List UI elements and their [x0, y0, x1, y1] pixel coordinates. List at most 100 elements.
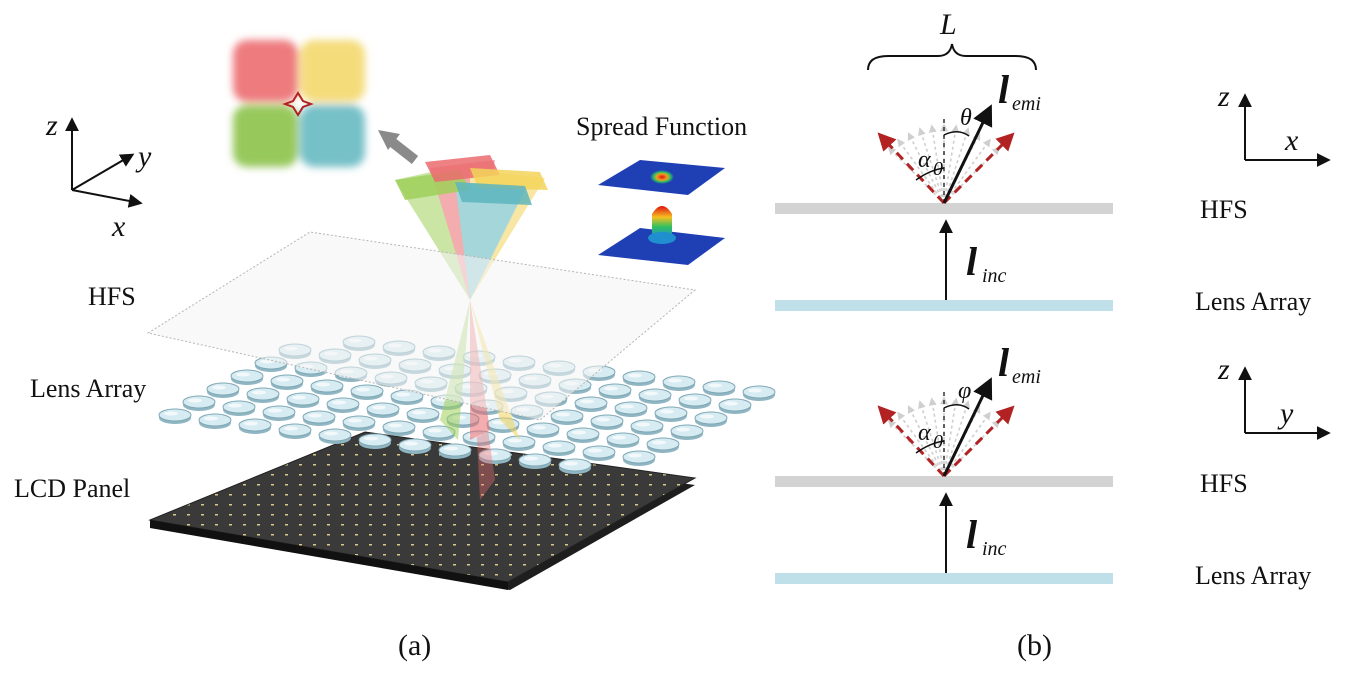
- lens: [478, 448, 512, 464]
- lens: [718, 398, 752, 414]
- lens: [326, 397, 360, 413]
- lens: [518, 453, 552, 469]
- lens: [502, 435, 536, 451]
- cone-edge-right-bottom: [942, 405, 1015, 478]
- lens: [222, 400, 256, 416]
- fan-ray: [943, 400, 970, 477]
- width-brace: L: [867, 8, 1037, 71]
- lens: [542, 440, 576, 456]
- cone-edge-left-bottom: [877, 405, 946, 478]
- lens-bar-top: [775, 300, 1113, 311]
- pixel-patch: [233, 40, 365, 167]
- lens-array-label-b-top: Lens Array: [1195, 287, 1311, 316]
- lens: [398, 438, 432, 454]
- lens: [390, 389, 424, 405]
- lens: [526, 422, 560, 438]
- lens: [742, 385, 776, 401]
- fan-ray: [907, 132, 945, 204]
- fan-ray: [918, 127, 945, 204]
- l-inc-sub-bottom: inc: [982, 538, 1007, 560]
- spread-function-label: Spread Function: [576, 112, 747, 141]
- lens: [230, 369, 264, 385]
- fan-ray: [897, 411, 945, 477]
- lens: [638, 388, 672, 404]
- axis-z-label-bottom: z: [1217, 353, 1230, 386]
- hfs-plane: [146, 231, 697, 421]
- lens-array-label-a: Lens Array: [30, 374, 146, 403]
- caption-b: (b): [1017, 629, 1052, 662]
- caption-a: (a): [398, 629, 431, 662]
- lens: [206, 382, 240, 398]
- lens: [590, 414, 624, 430]
- lens: [406, 407, 440, 423]
- lens: [278, 423, 312, 439]
- lens: [550, 409, 584, 425]
- panel-a: z y x: [14, 40, 776, 662]
- theta-label: θ: [960, 105, 972, 131]
- fan-ray: [943, 127, 970, 204]
- fan-ray: [928, 397, 945, 477]
- l-emi-sub-bottom: emi: [1012, 366, 1041, 388]
- colored-pixels: [395, 155, 548, 205]
- phi-label: φ: [958, 378, 971, 404]
- emission-arrow-top: [942, 104, 993, 204]
- diagram-bottom: φ α 0 l emi l inc HFS Lens Array z y: [775, 340, 1331, 590]
- alpha-label-bottom: α: [918, 420, 931, 446]
- lens: [678, 393, 712, 409]
- lens: [382, 420, 416, 436]
- lens-array-label-b-bottom: Lens Array: [1195, 561, 1311, 590]
- hfs-label-b-top: HFS: [1200, 195, 1248, 224]
- axis-y-label-bottom: y: [1277, 397, 1294, 430]
- fan-ray: [907, 405, 945, 477]
- panel-b: L θ α 0 l emi l inc HFS Lens Array: [775, 8, 1331, 662]
- lens: [622, 450, 656, 466]
- alpha-sub-top: 0: [933, 158, 943, 180]
- axes-zy: z y: [1217, 353, 1331, 440]
- lens: [246, 387, 280, 403]
- lens: [598, 383, 632, 399]
- theta-arc: [943, 131, 970, 137]
- lens: [662, 375, 696, 391]
- lens: [286, 392, 320, 408]
- cone-edge-left-top: [877, 132, 946, 205]
- axes-zx: z x: [1217, 80, 1331, 167]
- lens: [566, 427, 600, 443]
- lens: [574, 396, 608, 412]
- lens: [342, 415, 376, 431]
- lens: [422, 425, 456, 441]
- l-inc-symbol-bottom: l: [966, 512, 978, 557]
- l-inc-symbol-top: l: [966, 239, 978, 284]
- lens: [310, 379, 344, 395]
- axis-x-label-top: x: [1284, 124, 1299, 157]
- lens: [302, 410, 336, 426]
- l-emi-symbol-bottom: l: [998, 340, 1010, 385]
- lens: [654, 406, 688, 422]
- lens: [702, 380, 736, 396]
- lens: [262, 405, 296, 421]
- fan-ray: [918, 400, 945, 477]
- lens: [438, 443, 472, 459]
- lens: [158, 408, 192, 424]
- lens: [238, 418, 272, 434]
- lens: [694, 411, 728, 427]
- lens: [350, 384, 384, 400]
- hfs-bar-bottom: [775, 476, 1113, 487]
- lens: [606, 432, 640, 448]
- lens: [182, 395, 216, 411]
- fan-ray: [897, 138, 945, 204]
- lens: [646, 437, 680, 453]
- lcd-panel-label: LCD Panel: [14, 474, 130, 503]
- phi-arc: [943, 404, 970, 410]
- emission-fan-top: [887, 123, 1001, 204]
- axis-y-label: y: [135, 140, 152, 173]
- axis-z-label-top: z: [1217, 80, 1230, 113]
- lens: [630, 419, 664, 435]
- lcd-panel: [148, 431, 697, 590]
- alpha-arc-top: [915, 167, 945, 181]
- l-emi-sub-top: emi: [1012, 93, 1041, 115]
- emission-arrow-bottom: [942, 377, 993, 477]
- lens: [366, 402, 400, 418]
- spread-function: Spread Function: [576, 112, 747, 265]
- lens: [318, 428, 352, 444]
- diagram-top: θ α 0 l emi l inc HFS Lens Array z x: [775, 67, 1331, 316]
